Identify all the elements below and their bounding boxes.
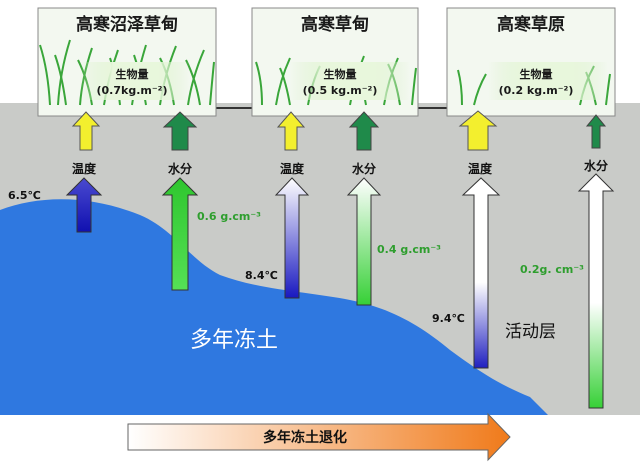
panel-marsh-meadow: 高寒沼泽草甸 生物量 (0.7kg.m⁻²) bbox=[37, 7, 217, 117]
biomass-label: 生物量 bbox=[116, 67, 149, 81]
temperature-value: 8.4℃ bbox=[245, 269, 278, 282]
moisture-up-arrow bbox=[348, 111, 380, 151]
grass-icon bbox=[39, 39, 215, 106]
panel-title: 高寒草原 bbox=[497, 14, 565, 35]
biomass-value: (0.7kg.m⁻²) bbox=[97, 84, 168, 97]
moisture-up-arrow bbox=[162, 111, 198, 151]
temperature-up-arrow bbox=[458, 110, 498, 151]
degradation-trend-arrow bbox=[127, 412, 511, 462]
panel-alpine-meadow: 高寒草甸 生物量 (0.5 kg.m⁻²) bbox=[251, 7, 419, 117]
moisture-up-arrow bbox=[585, 114, 607, 149]
panel-title: 高寒草甸 bbox=[301, 14, 369, 35]
temperature-gradient-arrow bbox=[274, 177, 310, 299]
temperature-label: 温度 bbox=[280, 161, 305, 176]
temperature-label: 温度 bbox=[72, 161, 97, 176]
moisture-value: 0.2g. cm⁻³ bbox=[520, 263, 584, 276]
moisture-label: 水分 bbox=[352, 161, 376, 176]
temperature-label: 温度 bbox=[468, 161, 493, 176]
moisture-gradient-arrow bbox=[346, 177, 382, 306]
active-layer-label: 活动层 bbox=[505, 322, 556, 342]
biomass-label: 生物量 bbox=[520, 67, 553, 81]
moisture-value: 0.4 g.cm⁻³ bbox=[377, 243, 441, 256]
moisture-gradient-arrow bbox=[577, 173, 615, 409]
degradation-label: 多年冻土退化 bbox=[263, 429, 347, 446]
biomass-label: 生物量 bbox=[324, 67, 357, 81]
permafrost-label: 多年冻土 bbox=[190, 328, 278, 353]
moisture-gradient-arrow bbox=[161, 177, 199, 291]
biomass-value: (0.2 kg.m⁻²) bbox=[499, 84, 574, 97]
permafrost-body bbox=[0, 199, 548, 415]
temperature-value: 6.5℃ bbox=[8, 189, 41, 202]
panel-alpine-steppe: 高寒草原 生物量 (0.2 kg.m⁻²) bbox=[446, 7, 616, 117]
temperature-gradient-arrow bbox=[461, 177, 501, 369]
biomass-value: (0.5 kg.m⁻²) bbox=[303, 84, 378, 97]
temperature-gradient-arrow bbox=[65, 177, 103, 233]
temperature-value: 9.4℃ bbox=[432, 312, 465, 325]
temperature-up-arrow bbox=[71, 111, 101, 151]
moisture-value: 0.6 g.cm⁻³ bbox=[197, 210, 261, 223]
moisture-label: 水分 bbox=[584, 158, 608, 173]
panel-title: 高寒沼泽草甸 bbox=[76, 14, 178, 35]
temperature-up-arrow bbox=[276, 111, 306, 151]
moisture-label: 水分 bbox=[168, 161, 192, 176]
